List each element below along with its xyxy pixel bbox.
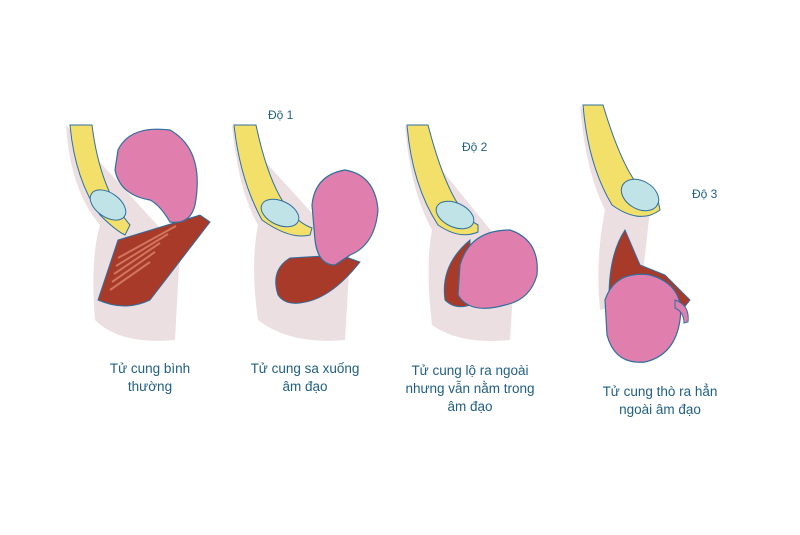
stage-label-degree-2: Độ 2: [462, 140, 488, 154]
caption-degree-2: Tử cung lộ ra ngoài nhưng vẫn nằm trong …: [405, 363, 535, 414]
caption-degree-3: Tử cung thò ra hẳn ngoài âm đạo: [602, 384, 718, 417]
stage-label-degree-3: Độ 3: [692, 187, 718, 201]
caption-degree-1: Tử cung sa xuống âm đạo: [250, 361, 360, 394]
stage-label-degree-1: Độ 1: [268, 108, 294, 122]
caption-normal: Tử cung bình thường: [109, 361, 191, 394]
